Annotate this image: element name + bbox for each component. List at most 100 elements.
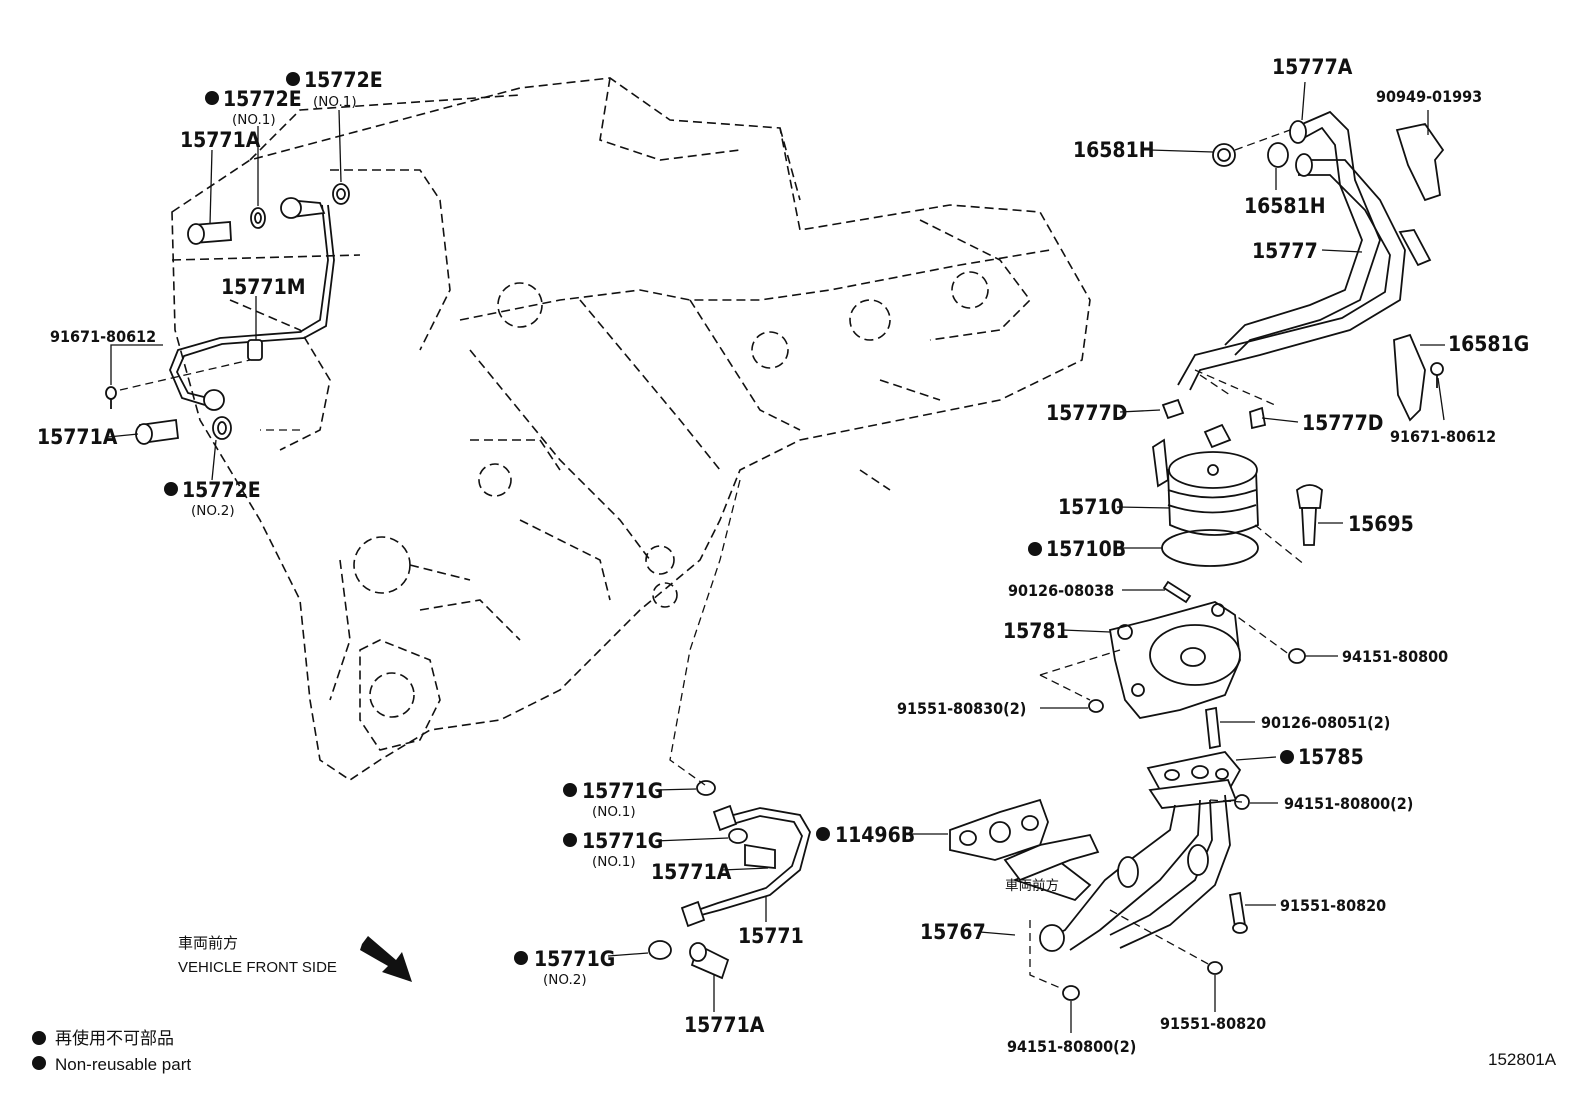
label-94151-80800: 94151-80800(2) (1284, 794, 1413, 813)
hose-15777a-end (1289, 120, 1307, 144)
gasket-15771g-a (696, 780, 716, 796)
label-91551-80830: 91551-80830(2) (897, 699, 1026, 718)
pipe-clip (247, 339, 263, 361)
nut-94151-a (1288, 648, 1306, 664)
label-sub: (NO.2) (191, 503, 235, 519)
direction-en: VEHICLE FRONT SIDE (178, 959, 337, 976)
label-11496b: 11496B (835, 823, 915, 847)
label-90126-08051: 90126-08051(2) (1261, 713, 1390, 732)
label-15785: 15785 (1298, 745, 1364, 769)
oil-cooler-assembly (1039, 423, 1323, 750)
union-bolt-15771a-low (744, 843, 776, 869)
non-reusable-markers (32, 72, 1294, 1070)
legend-en: Non-reusable part (55, 1055, 191, 1074)
label-15771a: 15771A (37, 425, 118, 449)
hose-15777-end (1295, 153, 1313, 177)
lower-middle-pipe-assembly (648, 479, 811, 980)
clamp-15777d-left (1161, 398, 1185, 420)
union-fitting (280, 197, 302, 219)
hose-clamp-16581h-left (1212, 143, 1236, 167)
label-sub: (NO.1) (592, 854, 636, 870)
label-16581h: 16581H (1073, 138, 1155, 162)
pipe-15767-end (1039, 924, 1065, 952)
label-15771m: 15771M (221, 275, 306, 299)
hose-clamp-16581h-mid (1267, 142, 1289, 168)
gasket-11496b (949, 798, 1049, 861)
legend-dot-icon (32, 1056, 46, 1070)
label-15767: 15767 (920, 920, 986, 944)
legend-jp: 再使用不可部品 (55, 1028, 174, 1048)
bolt-91671-left (105, 386, 117, 400)
engine-outline (171, 77, 1091, 781)
gasket-15772e-no1-b (332, 183, 350, 205)
label-94151-80800: 94151-80800(2) (1007, 1037, 1136, 1056)
left-upper-pipe-assembly (105, 183, 350, 445)
label-15772e: 15772E (223, 87, 302, 111)
label-sub: (NO.1) (232, 112, 276, 128)
diagram-id: 152801A (1488, 1050, 1557, 1069)
gasket-15771g-c (648, 940, 672, 960)
stud-90126-08051 (1205, 706, 1221, 750)
label-15771g: 15771G (582, 779, 663, 803)
union-bolt-15695 (1296, 484, 1323, 509)
label-sub: (NO.1) (592, 804, 636, 820)
label-15777d: 15777D (1046, 401, 1127, 425)
arrow-icon (360, 936, 412, 982)
label-15771a: 15771A (180, 128, 261, 152)
stud-90126-08038 (1162, 580, 1192, 604)
label-91671-80612: 91671-80612 (1390, 427, 1496, 446)
label-15771g: 15771G (534, 947, 615, 971)
nut-94151-c (1062, 985, 1080, 1001)
label-15781: 15781 (1003, 619, 1069, 643)
bolt-91551-80820-a (1228, 891, 1247, 929)
label-15777d: 15777D (1302, 411, 1383, 435)
bolt-91551-80830 (1088, 699, 1104, 713)
nonreusable-dot-icon (1028, 542, 1042, 556)
gasket-15771g-b (728, 828, 748, 844)
clamp-bracket-90949 (1395, 122, 1445, 202)
lower-right-pipe-assembly (949, 751, 1250, 1001)
label-sub: (NO.1) (313, 94, 357, 110)
label-90949-01993: 90949-01993 (1376, 87, 1482, 106)
bracket-16581g (1393, 333, 1426, 422)
label-sub: (NO.2) (543, 972, 587, 988)
nonreusable-dot-icon (205, 91, 219, 105)
nonreusable-dot-icon (563, 833, 577, 847)
label-90126-08038: 90126-08038 (1008, 581, 1114, 600)
nonreusable-dot-icon (1280, 750, 1294, 764)
label-15777: 15777 (1252, 239, 1318, 263)
nonreusable-dot-icon (563, 783, 577, 797)
label-15777a: 15777A (1272, 55, 1353, 79)
bolt-91551-80820-b (1207, 961, 1223, 975)
vehicle-front-caption: 車両前方 VEHICLE FRONT SIDE (178, 935, 337, 976)
label-15771a: 15771A (684, 1013, 765, 1037)
label-15772e: 15772E (304, 68, 383, 92)
bolt-91671-right (1430, 362, 1444, 376)
label-16581g: 16581G (1448, 332, 1529, 356)
gasket-15772e-no2 (212, 416, 232, 440)
right-upper-hose-assembly (1161, 110, 1445, 430)
legend: 再使用不可部品 Non-reusable part (55, 1028, 191, 1074)
leader-lines (107, 81, 1445, 1033)
inline-direction-label: 車両前方 (1005, 877, 1059, 894)
pipe-15771m (169, 204, 329, 406)
label-15771a: 15771A (651, 860, 732, 884)
part-labels: 15772E (NO.1) 15772E (NO.1) 15771A 15771… (37, 55, 1529, 1056)
nonreusable-dot-icon (286, 72, 300, 86)
label-16581h: 16581H (1244, 194, 1326, 218)
label-15710: 15710 (1058, 495, 1124, 519)
label-91551-80820: 91551-80820 (1280, 896, 1386, 915)
label-15772e: 15772E (182, 478, 261, 502)
clamp-15777d-right (1249, 406, 1267, 430)
direction-jp: 車両前方 (178, 935, 238, 952)
label-15695: 15695 (1348, 512, 1414, 536)
nonreusable-dot-icon (164, 482, 178, 496)
nonreusable-dot-icon (816, 827, 830, 841)
label-15771g: 15771G (582, 829, 663, 853)
gasket-15772e-no1 (250, 207, 266, 229)
label-91671-80612: 91671-80612 (50, 327, 156, 346)
label-15710b: 15710B (1046, 537, 1126, 561)
vehicle-front-arrow (360, 936, 412, 982)
